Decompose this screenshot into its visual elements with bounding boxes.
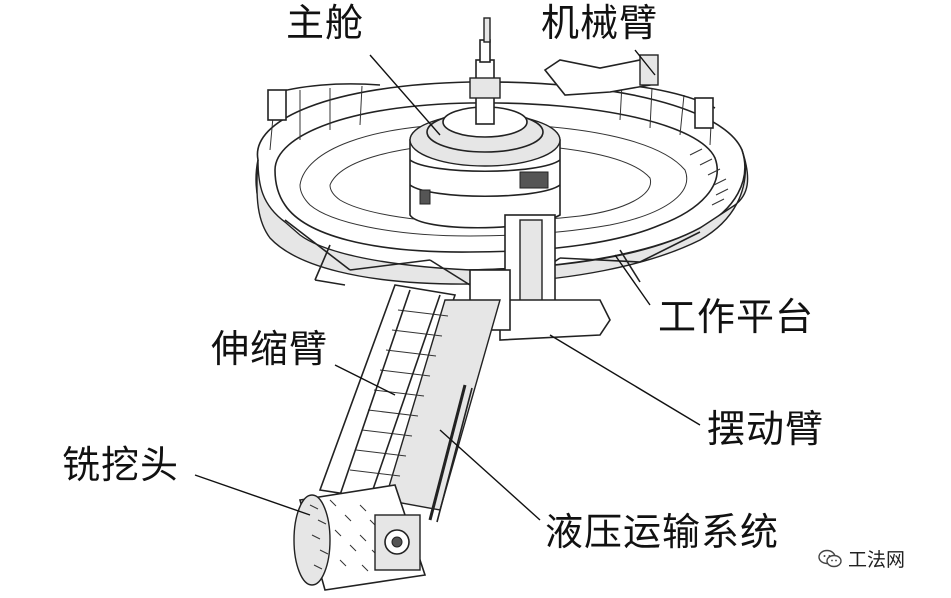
leader-telescopic-arm <box>334 364 396 396</box>
label-hydraulic-system: 液压运输系统 <box>545 510 780 554</box>
leader-work-platform <box>614 254 651 306</box>
leader-milling-head <box>194 474 311 516</box>
wechat-icon <box>818 549 842 567</box>
swing-arm <box>469 214 611 341</box>
label-telescopic-arm: 伸缩臂 <box>211 327 329 371</box>
watermark-text: 工法网 <box>848 549 906 571</box>
telescopic-arm <box>318 284 501 523</box>
watermark: 工法网 <box>818 545 905 572</box>
leader-main-cabin <box>369 54 441 136</box>
leader-lines <box>194 49 701 521</box>
label-robot-arm: 机械臂 <box>541 1 659 45</box>
leader-swing-arm <box>549 334 701 426</box>
label-work-platform: 工作平台 <box>658 295 815 339</box>
label-swing-arm: 摆动臂 <box>707 407 825 451</box>
leader-robot-arm <box>634 49 656 76</box>
leader-hydraulic <box>439 429 541 521</box>
main-cabin <box>409 17 659 229</box>
milling-head <box>293 484 427 591</box>
label-main-cabin: 主舱 <box>286 1 365 45</box>
label-milling-head: 铣挖头 <box>62 443 180 487</box>
